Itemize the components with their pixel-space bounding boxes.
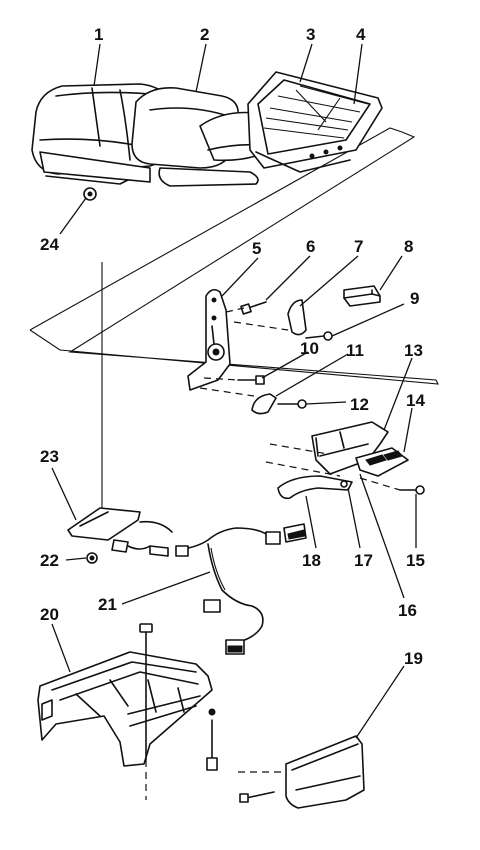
callout-11: 11 xyxy=(346,341,364,360)
callout-17: 17 xyxy=(354,551,373,570)
part-10-bolt xyxy=(237,375,265,385)
callout-labels: 1 2 3 4 5 6 7 8 9 10 11 12 13 14 15 16 1… xyxy=(40,25,425,668)
callout-10: 10 xyxy=(300,339,319,358)
callout-18: 18 xyxy=(302,551,321,570)
callout-19: 19 xyxy=(404,649,423,668)
callout-15: 15 xyxy=(406,551,425,570)
part-23-seat-module xyxy=(67,507,173,557)
leader-lines xyxy=(51,43,417,739)
callout-21: 21 xyxy=(98,595,117,614)
part-11-lever-cover xyxy=(251,393,277,415)
part-7-recliner-cover xyxy=(287,299,307,336)
seat-frame-outline xyxy=(29,127,439,385)
adjuster-stud xyxy=(206,719,218,771)
part-12-screw xyxy=(277,399,307,409)
part-24-clip xyxy=(83,187,97,201)
part-17-screw xyxy=(340,480,348,488)
part-21-wiring-harness xyxy=(175,523,307,655)
part-19-side-shield xyxy=(285,735,365,809)
shield-screw xyxy=(239,791,275,803)
part-13-switch-bezel xyxy=(311,421,389,475)
callout-24: 24 xyxy=(40,235,59,254)
part-15-screw xyxy=(399,485,425,495)
adjuster-bolt xyxy=(139,623,153,761)
part-20-seat-adjuster xyxy=(37,651,216,767)
part-5-recliner-bracket xyxy=(187,288,231,391)
callout-20: 20 xyxy=(40,605,59,624)
callout-8: 8 xyxy=(404,237,413,256)
callout-4: 4 xyxy=(356,25,366,44)
callout-16: 16 xyxy=(398,601,417,620)
callout-3: 3 xyxy=(306,25,315,44)
callout-7: 7 xyxy=(354,237,363,256)
part-3-seat-frame xyxy=(247,71,383,173)
part-14-switch xyxy=(355,447,409,477)
callout-2: 2 xyxy=(200,25,209,44)
callout-6: 6 xyxy=(306,237,315,256)
part-22-nut xyxy=(86,552,98,564)
callout-12: 12 xyxy=(350,395,369,414)
callout-1: 1 xyxy=(94,25,103,44)
callout-5: 5 xyxy=(252,239,261,258)
callout-9: 9 xyxy=(410,289,419,308)
callout-22: 22 xyxy=(40,551,59,570)
callout-13: 13 xyxy=(404,341,423,360)
part-8-block xyxy=(343,285,381,307)
part-6-bolt xyxy=(240,301,267,315)
callout-23: 23 xyxy=(40,447,59,466)
part-2-seat-back xyxy=(131,86,279,187)
part-18-side-trim xyxy=(277,475,353,500)
callout-14: 14 xyxy=(406,391,425,410)
